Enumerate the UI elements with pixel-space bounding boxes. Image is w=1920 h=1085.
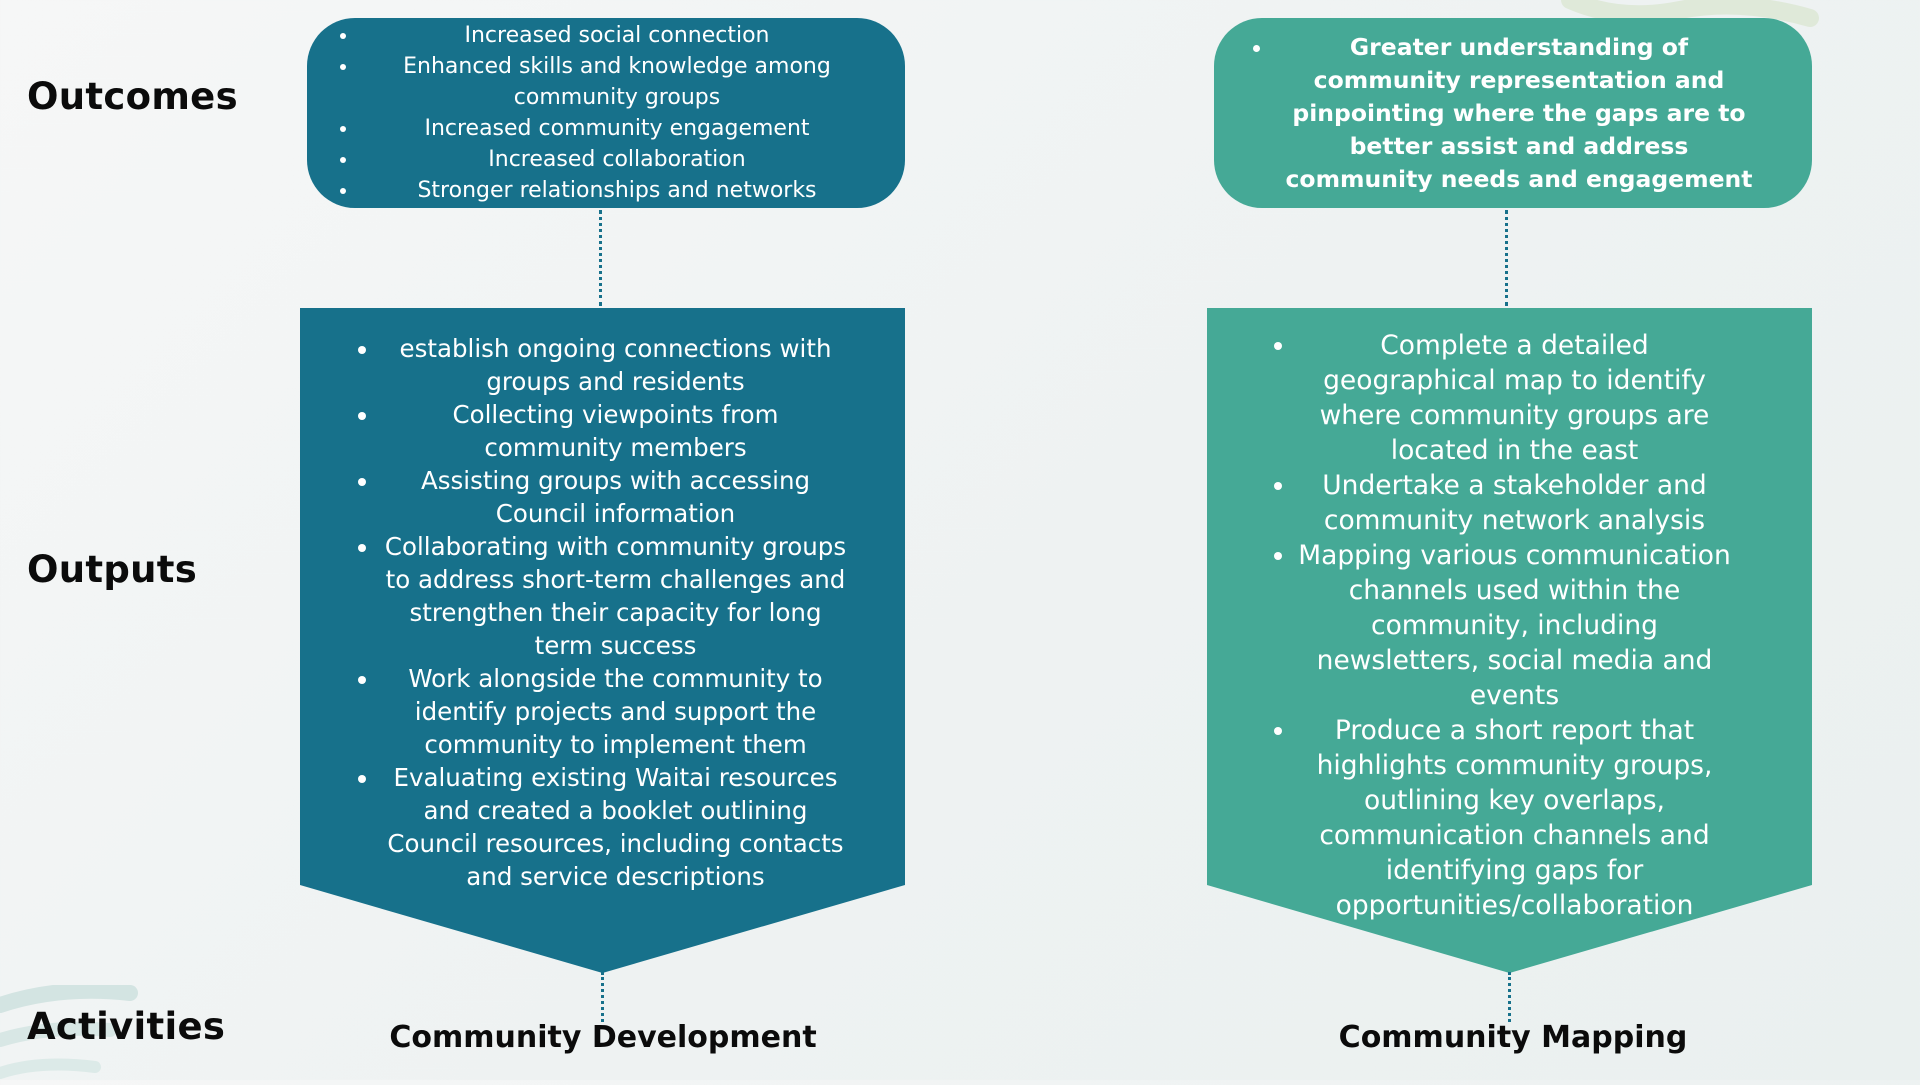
outputs-box-community-mapping: Complete a detailed geographical map to … (1207, 308, 1812, 973)
output-item: Complete a detailed geographical map to … (1297, 328, 1732, 468)
outcome-item: Increased social connection (359, 20, 875, 51)
outcomes-box-community-development: Increased social connection Enhanced ski… (307, 18, 905, 208)
outcome-item: Greater understanding of community repre… (1274, 31, 1764, 196)
outputs-list-community-mapping: Complete a detailed geographical map to … (1207, 328, 1812, 923)
outcomes-list-community-mapping: Greater understanding of community repre… (1214, 31, 1812, 196)
connector-outcome-output-community-mapping (1505, 210, 1508, 306)
output-item: Mapping various communication channels u… (1297, 538, 1732, 713)
output-item: establish ongoing connections with group… (380, 332, 851, 398)
connector-output-activity-community-development (601, 972, 604, 1022)
row-label-activities: Activities (27, 1005, 226, 1048)
output-item: Collecting viewpoints from community mem… (380, 398, 851, 464)
outcomes-box-community-mapping: Greater understanding of community repre… (1214, 18, 1812, 208)
outcome-item: Enhanced skills and knowledge among comm… (359, 51, 875, 113)
outputs-list-community-development: establish ongoing connections with group… (300, 332, 905, 893)
connector-output-activity-community-mapping (1508, 972, 1511, 1022)
output-item: Collaborating with community groups to a… (380, 530, 851, 662)
output-item: Assisting groups with accessing Council … (380, 464, 851, 530)
outcome-item: Stronger relationships and networks (359, 175, 875, 206)
outputs-box-community-development: establish ongoing connections with group… (300, 308, 905, 973)
outcomes-list-community-development: Increased social connection Enhanced ski… (307, 20, 905, 206)
activity-label-community-development: Community Development (389, 1020, 817, 1055)
output-item: Undertake a stakeholder and community ne… (1297, 468, 1732, 538)
output-item: Produce a short report that highlights c… (1297, 713, 1732, 923)
row-label-outputs: Outputs (27, 548, 198, 591)
row-label-outcomes: Outcomes (27, 75, 238, 118)
outcome-item: Increased collaboration (359, 144, 875, 175)
connector-outcome-output-community-development (599, 210, 602, 306)
output-item: Work alongside the community to identify… (380, 662, 851, 761)
output-item: Evaluating existing Waitai resources and… (380, 761, 851, 893)
outcome-item: Increased community engagement (359, 113, 875, 144)
activity-label-community-mapping: Community Mapping (1338, 1020, 1688, 1055)
